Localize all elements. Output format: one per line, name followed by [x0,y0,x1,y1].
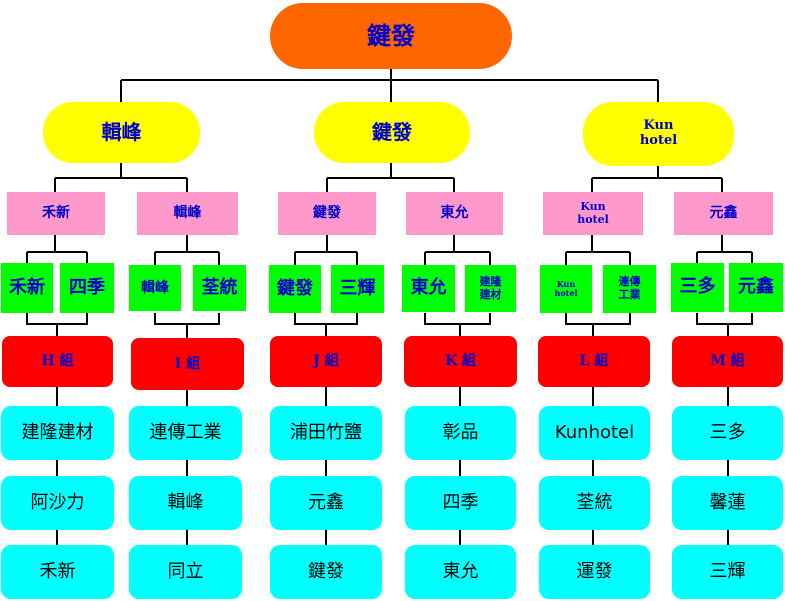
member-node: 運發 [539,545,650,599]
group-node: L 組 [538,336,650,387]
leaf-node-label: 四季 [69,276,105,298]
member-node: 建隆建材 [1,406,114,460]
level1-node: 鍵發 [314,102,470,163]
member-node-label: 浦田竹鹽 [290,421,362,443]
level2-node: 元鑫 [674,192,773,235]
member-node: 同立 [129,545,242,599]
member-node-label: 阿沙力 [30,491,85,513]
group-node: H 組 [2,336,113,387]
leaf-node-label: 輯峰 [141,279,169,296]
leaf-node: 三輝 [331,265,384,313]
member-node-label: 輯峰 [167,491,204,513]
level2-node: 鍵發 [278,192,376,235]
member-node-label: 建隆建材 [21,421,94,443]
leaf-node-label: 元鑫 [738,276,774,298]
root-node: 鍵發 [270,3,512,69]
member-node: 禾新 [1,545,114,599]
level1-node: 輯峰 [43,102,200,163]
group-node-label: J 組 [313,353,339,370]
member-node-label: 三多 [709,421,746,443]
member-node: 三多 [672,406,783,460]
member-node-label: 元鑫 [308,491,344,513]
member-node-label: 運發 [576,560,613,582]
leaf-node-label: 三輝 [339,277,376,299]
member-node: 四季 [405,476,516,530]
member-node: 鍵發 [270,545,382,599]
leaf-node-label: 荃統 [201,276,238,298]
member-node: 浦田竹鹽 [270,406,382,460]
leaf-node: 四季 [60,263,114,313]
member-node-label: 禾新 [39,560,76,582]
leaf-node-label: Kun hotel [554,278,578,298]
member-node-label: 東允 [442,560,479,582]
leaf-node: 輯峰 [129,265,181,311]
level1-node: Kun hotel [583,102,734,166]
member-node: Kunhotel [539,406,650,460]
level2-node: 禾新 [7,192,105,235]
member-node-label: 三輝 [709,560,746,582]
leaf-node: 連傳 工業 [603,265,656,313]
group-node-label: H 組 [41,353,74,370]
leaf-node-label: 建隆 建材 [479,274,502,301]
group-node: M 組 [672,336,783,387]
member-node: 元鑫 [270,476,382,530]
level2-node-label: 元鑫 [709,205,738,222]
member-node: 阿沙力 [1,476,114,530]
level2-node: 東允 [406,192,503,235]
member-node: 輯峰 [129,476,242,530]
member-node-label: 四季 [442,491,479,513]
member-node-label: 連傳工業 [149,421,222,443]
leaf-node-label: 禾新 [9,276,45,298]
group-node-label: K 組 [444,353,477,370]
level2-node-label: 東允 [440,205,469,222]
level2-node-label: 輯峰 [173,205,202,222]
level2-node: 輯峰 [137,192,238,235]
leaf-node-label: 連傳 工業 [618,275,641,301]
level1-node-label: Kun hotel [639,118,678,148]
member-node: 馨蓮 [672,476,783,530]
level2-node-label: Kun hotel [577,199,609,226]
member-node-label: 馨蓮 [709,491,746,513]
leaf-node: Kun hotel [540,265,592,313]
leaf-node: 禾新 [1,263,53,313]
member-node-label: 同立 [167,560,204,582]
group-node: I 組 [131,338,244,390]
level2-node-label: 禾新 [42,205,70,222]
member-node: 彰品 [405,406,516,460]
member-node: 連傳工業 [129,406,242,460]
level1-node-label: 鍵發 [372,120,412,144]
group-node-label: L 組 [579,353,609,370]
member-node-label: 彰品 [442,421,479,443]
level2-node: Kun hotel [543,192,643,235]
group-node-label: I 組 [174,355,201,372]
member-node-label: Kunhotel [554,421,635,443]
member-node-label: 鍵發 [308,560,344,582]
leaf-node: 三多 [671,263,724,312]
leaf-node: 元鑫 [729,263,783,312]
group-node: J 組 [270,336,382,387]
member-node-label: 荃統 [576,491,613,513]
member-node: 荃統 [539,476,650,530]
leaf-node: 東允 [402,265,455,312]
leaf-node: 鍵發 [269,265,321,313]
group-node-label: M 組 [710,353,745,370]
leaf-node: 建隆 建材 [465,265,516,312]
member-node: 東允 [405,545,516,599]
leaf-node-label: 鍵發 [277,277,313,299]
level2-node-label: 鍵發 [313,205,341,222]
root-node-label: 鍵發 [367,21,415,51]
level1-node-label: 輯峰 [101,120,142,144]
leaf-node: 荃統 [193,265,246,311]
member-node: 三輝 [672,545,783,599]
group-node: K 組 [404,336,517,387]
leaf-node-label: 三多 [679,276,716,298]
leaf-node-label: 東允 [410,277,447,299]
